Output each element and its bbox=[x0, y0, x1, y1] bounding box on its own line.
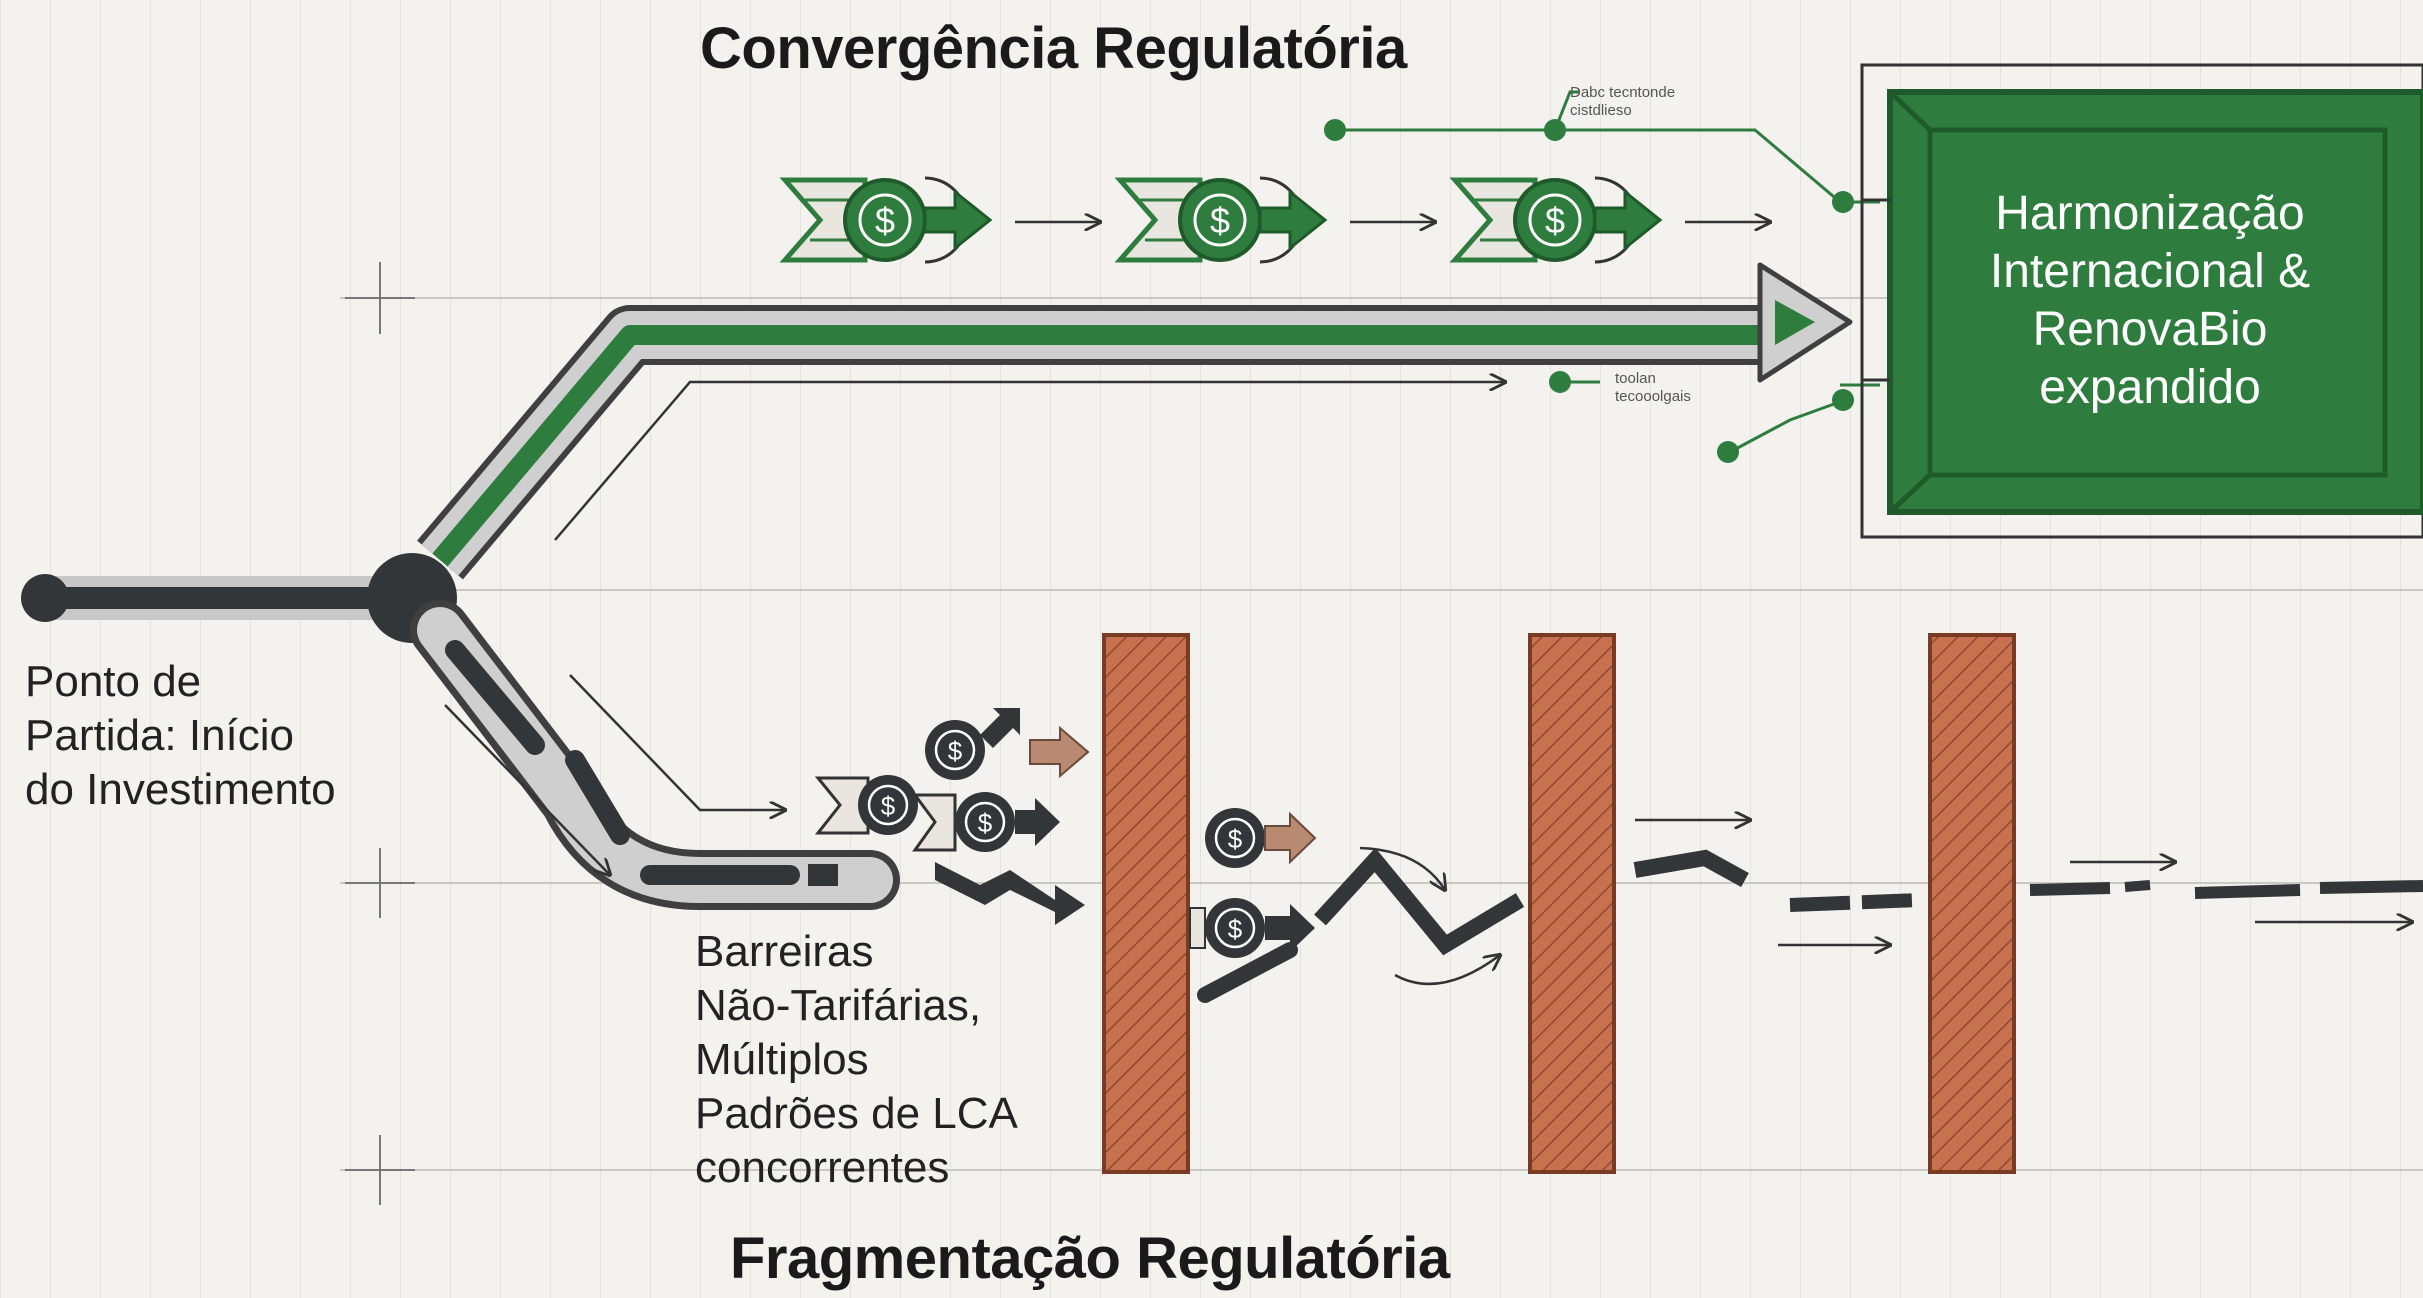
dollar-coin-icon: $ bbox=[814, 775, 918, 835]
small-note-line: toolan bbox=[1615, 370, 1656, 387]
dollar-coin-icon-1: $ bbox=[779, 176, 993, 264]
clustered-coins: $ $ $ bbox=[814, 708, 1090, 925]
fragmentation-pipe bbox=[410, 600, 900, 910]
start-pipe bbox=[21, 553, 457, 643]
fragmented-flow-3 bbox=[2029, 862, 2423, 922]
barriers-label: Barreiras Não-Tarifárias, Múltiplos Padr… bbox=[695, 925, 1018, 1195]
barriers-label-line: concorrentes bbox=[695, 1143, 950, 1192]
target-label-line: expandido bbox=[2039, 361, 2261, 414]
top-flow: $ $ $ bbox=[779, 176, 1770, 264]
svg-text:$: $ bbox=[948, 736, 963, 766]
svg-text:$: $ bbox=[1545, 200, 1565, 241]
connector-lines bbox=[1335, 90, 1880, 454]
convergence-pipe bbox=[417, 262, 1853, 580]
svg-text:$: $ bbox=[978, 808, 993, 838]
dollar-coin-icon: $ bbox=[912, 792, 1060, 852]
barrier-wall-1 bbox=[1102, 633, 1190, 1174]
barriers-label-line: Múltiplos bbox=[695, 1035, 869, 1084]
start-label-line: Ponto de bbox=[25, 657, 202, 706]
small-note-line: cistdlieso bbox=[1570, 102, 1632, 119]
barriers-label-line: Padrões de LCA bbox=[695, 1089, 1018, 1138]
target-label-line: RenovaBio bbox=[2032, 303, 2268, 356]
small-note-top: Dabc tecntonde cistdlieso bbox=[1570, 84, 1675, 120]
svg-text:$: $ bbox=[875, 200, 895, 241]
dollar-coin-icon-3: $ bbox=[1449, 176, 1663, 264]
target-label: Harmonização Internacional & RenovaBio e… bbox=[1935, 185, 2365, 417]
dollar-coin-icon: $ bbox=[1205, 808, 1317, 868]
small-note-line: Dabc tecntonde bbox=[1570, 84, 1676, 101]
svg-text:$: $ bbox=[881, 791, 896, 821]
fragmentation-guide-lines bbox=[444, 674, 785, 875]
title-convergence: Convergência Regulatória bbox=[700, 16, 1407, 81]
barriers-label-line: Barreiras bbox=[695, 927, 874, 976]
dollar-coin-icon: $ bbox=[925, 708, 1020, 780]
small-note-mid: toolan tecooolgais bbox=[1615, 370, 1691, 406]
start-node bbox=[21, 574, 69, 622]
registration-marks bbox=[345, 262, 415, 1205]
start-label-line: Partida: Início bbox=[25, 711, 295, 760]
start-label: Ponto de Partida: Início do Investimento bbox=[25, 655, 336, 817]
target-label-line: Internacional & bbox=[1989, 245, 2311, 298]
barrier-wall-3 bbox=[1928, 633, 2016, 1174]
arrow-right-icon bbox=[1029, 725, 1090, 779]
svg-text:$: $ bbox=[1228, 824, 1243, 854]
target-box bbox=[1860, 63, 2423, 539]
convergence-guide-lines bbox=[554, 382, 1505, 541]
dollar-coin-icon: $ bbox=[1189, 898, 1315, 958]
small-note-line: tecooolgais bbox=[1615, 388, 1691, 405]
barrier-wall-2 bbox=[1528, 633, 1616, 1174]
target-label-line: Harmonização bbox=[1995, 187, 2305, 240]
fragmented-flow-1: $ $ bbox=[1189, 808, 1525, 1003]
broken-arrow bbox=[935, 862, 1085, 925]
svg-text:$: $ bbox=[1228, 914, 1243, 944]
barriers-label-line: Não-Tarifárias, bbox=[695, 981, 982, 1030]
start-label-line: do Investimento bbox=[25, 765, 336, 814]
title-fragmentation: Fragmentação Regulatória bbox=[730, 1226, 1450, 1291]
svg-text:$: $ bbox=[1210, 200, 1230, 241]
dollar-coin-icon-2: $ bbox=[1114, 176, 1328, 264]
connector-dots bbox=[1324, 119, 1854, 463]
fragmented-flow-2 bbox=[1633, 820, 1921, 945]
